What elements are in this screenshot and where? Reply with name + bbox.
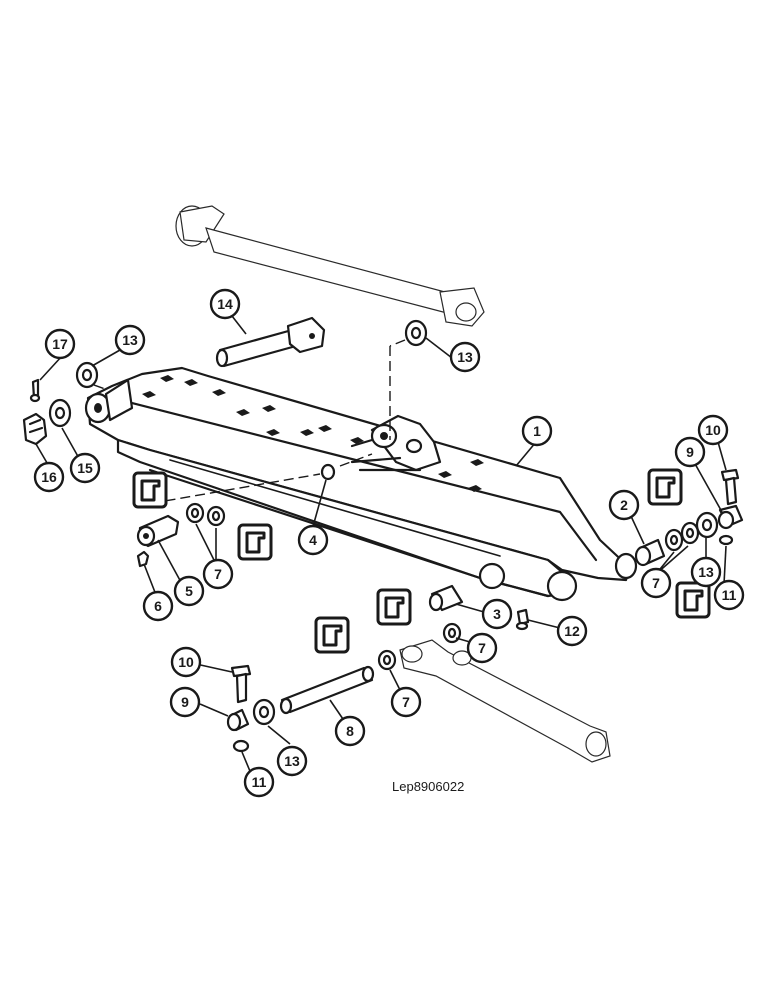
callout-17-label: 17 xyxy=(52,336,68,352)
callout-16: 16 xyxy=(33,461,65,493)
callout-3: 3 xyxy=(481,598,513,630)
grease-symbol-icon xyxy=(376,588,412,626)
callout-2: 2 xyxy=(608,489,640,521)
callout-10-label: 10 xyxy=(705,422,721,438)
callout-3-label: 3 xyxy=(493,606,501,622)
callout-13-right: 13 xyxy=(690,556,722,588)
callout-14: 14 xyxy=(209,288,241,320)
ghost-dipper-cylinder xyxy=(399,639,611,763)
callout-13-top: 13 xyxy=(449,341,481,373)
callout-7-middle: 7 xyxy=(466,632,498,664)
callout-7-lower: 7 xyxy=(390,686,422,718)
grease-symbol-icon xyxy=(647,468,683,506)
part-8-pin xyxy=(279,649,397,715)
callout-17: 17 xyxy=(44,328,76,360)
callout-11-label: 11 xyxy=(722,587,737,603)
callout-5: 5 xyxy=(173,575,205,607)
left-lower-parts xyxy=(136,502,226,568)
callout-10-label: 10 xyxy=(178,654,194,670)
boom-arm xyxy=(84,366,638,602)
callout-5-label: 5 xyxy=(185,583,193,599)
callout-15-label: 15 xyxy=(77,460,93,476)
left-pivot-parts xyxy=(22,361,99,446)
callout-7-label: 7 xyxy=(652,575,660,591)
drawing-reference: Lep8906022 xyxy=(392,779,464,794)
callout-4: 4 xyxy=(297,524,329,556)
callout-14-label: 14 xyxy=(217,296,233,312)
callout-13-label: 13 xyxy=(122,332,138,348)
part-4-fitting xyxy=(320,463,336,481)
callout-13-label: 13 xyxy=(457,349,473,365)
callout-8-label: 8 xyxy=(346,723,354,739)
callout-7-label: 7 xyxy=(478,640,486,656)
callout-2-label: 2 xyxy=(620,497,628,513)
part-13-washer-top xyxy=(404,319,428,347)
grease-symbol-icon xyxy=(237,523,273,561)
callout-16-label: 16 xyxy=(41,469,57,485)
callout-6: 6 xyxy=(142,590,174,622)
callout-10-left: 10 xyxy=(170,646,202,678)
lower-left-fasteners xyxy=(226,664,276,753)
callout-9-left: 9 xyxy=(169,686,201,718)
part-14-pin xyxy=(215,316,326,368)
grease-symbol-icon xyxy=(314,616,350,654)
callout-11-left: 11 xyxy=(243,766,275,798)
callout-13-label: 13 xyxy=(284,753,300,769)
callout-1-label: 1 xyxy=(533,423,541,439)
callout-9-label: 9 xyxy=(686,444,694,460)
callout-11-label: 11 xyxy=(252,774,267,790)
right-pivot-parts xyxy=(634,468,744,567)
callout-7-left: 7 xyxy=(202,558,234,590)
callout-11-right: 11 xyxy=(713,579,745,611)
callout-1: 1 xyxy=(521,415,553,447)
callout-7-label: 7 xyxy=(214,566,222,582)
callout-10-right: 10 xyxy=(697,414,729,446)
callout-9-label: 9 xyxy=(181,694,189,710)
callout-7-label: 7 xyxy=(402,694,410,710)
grease-symbol-icon xyxy=(132,471,168,509)
callout-9-right: 9 xyxy=(674,436,706,468)
callout-8: 8 xyxy=(334,715,366,747)
callout-6-label: 6 xyxy=(154,598,162,614)
callout-7-right: 7 xyxy=(640,567,672,599)
callout-12: 12 xyxy=(556,615,588,647)
callout-13-lower: 13 xyxy=(276,745,308,777)
callout-4-label: 4 xyxy=(309,532,317,548)
ghost-boom-cylinder xyxy=(175,205,485,327)
grease-symbol-icon xyxy=(675,581,711,619)
callout-13-left: 13 xyxy=(114,324,146,356)
middle-lower-parts xyxy=(428,584,530,644)
callout-12-label: 12 xyxy=(564,623,580,639)
callout-13-label: 13 xyxy=(698,564,714,580)
callout-15: 15 xyxy=(69,452,101,484)
